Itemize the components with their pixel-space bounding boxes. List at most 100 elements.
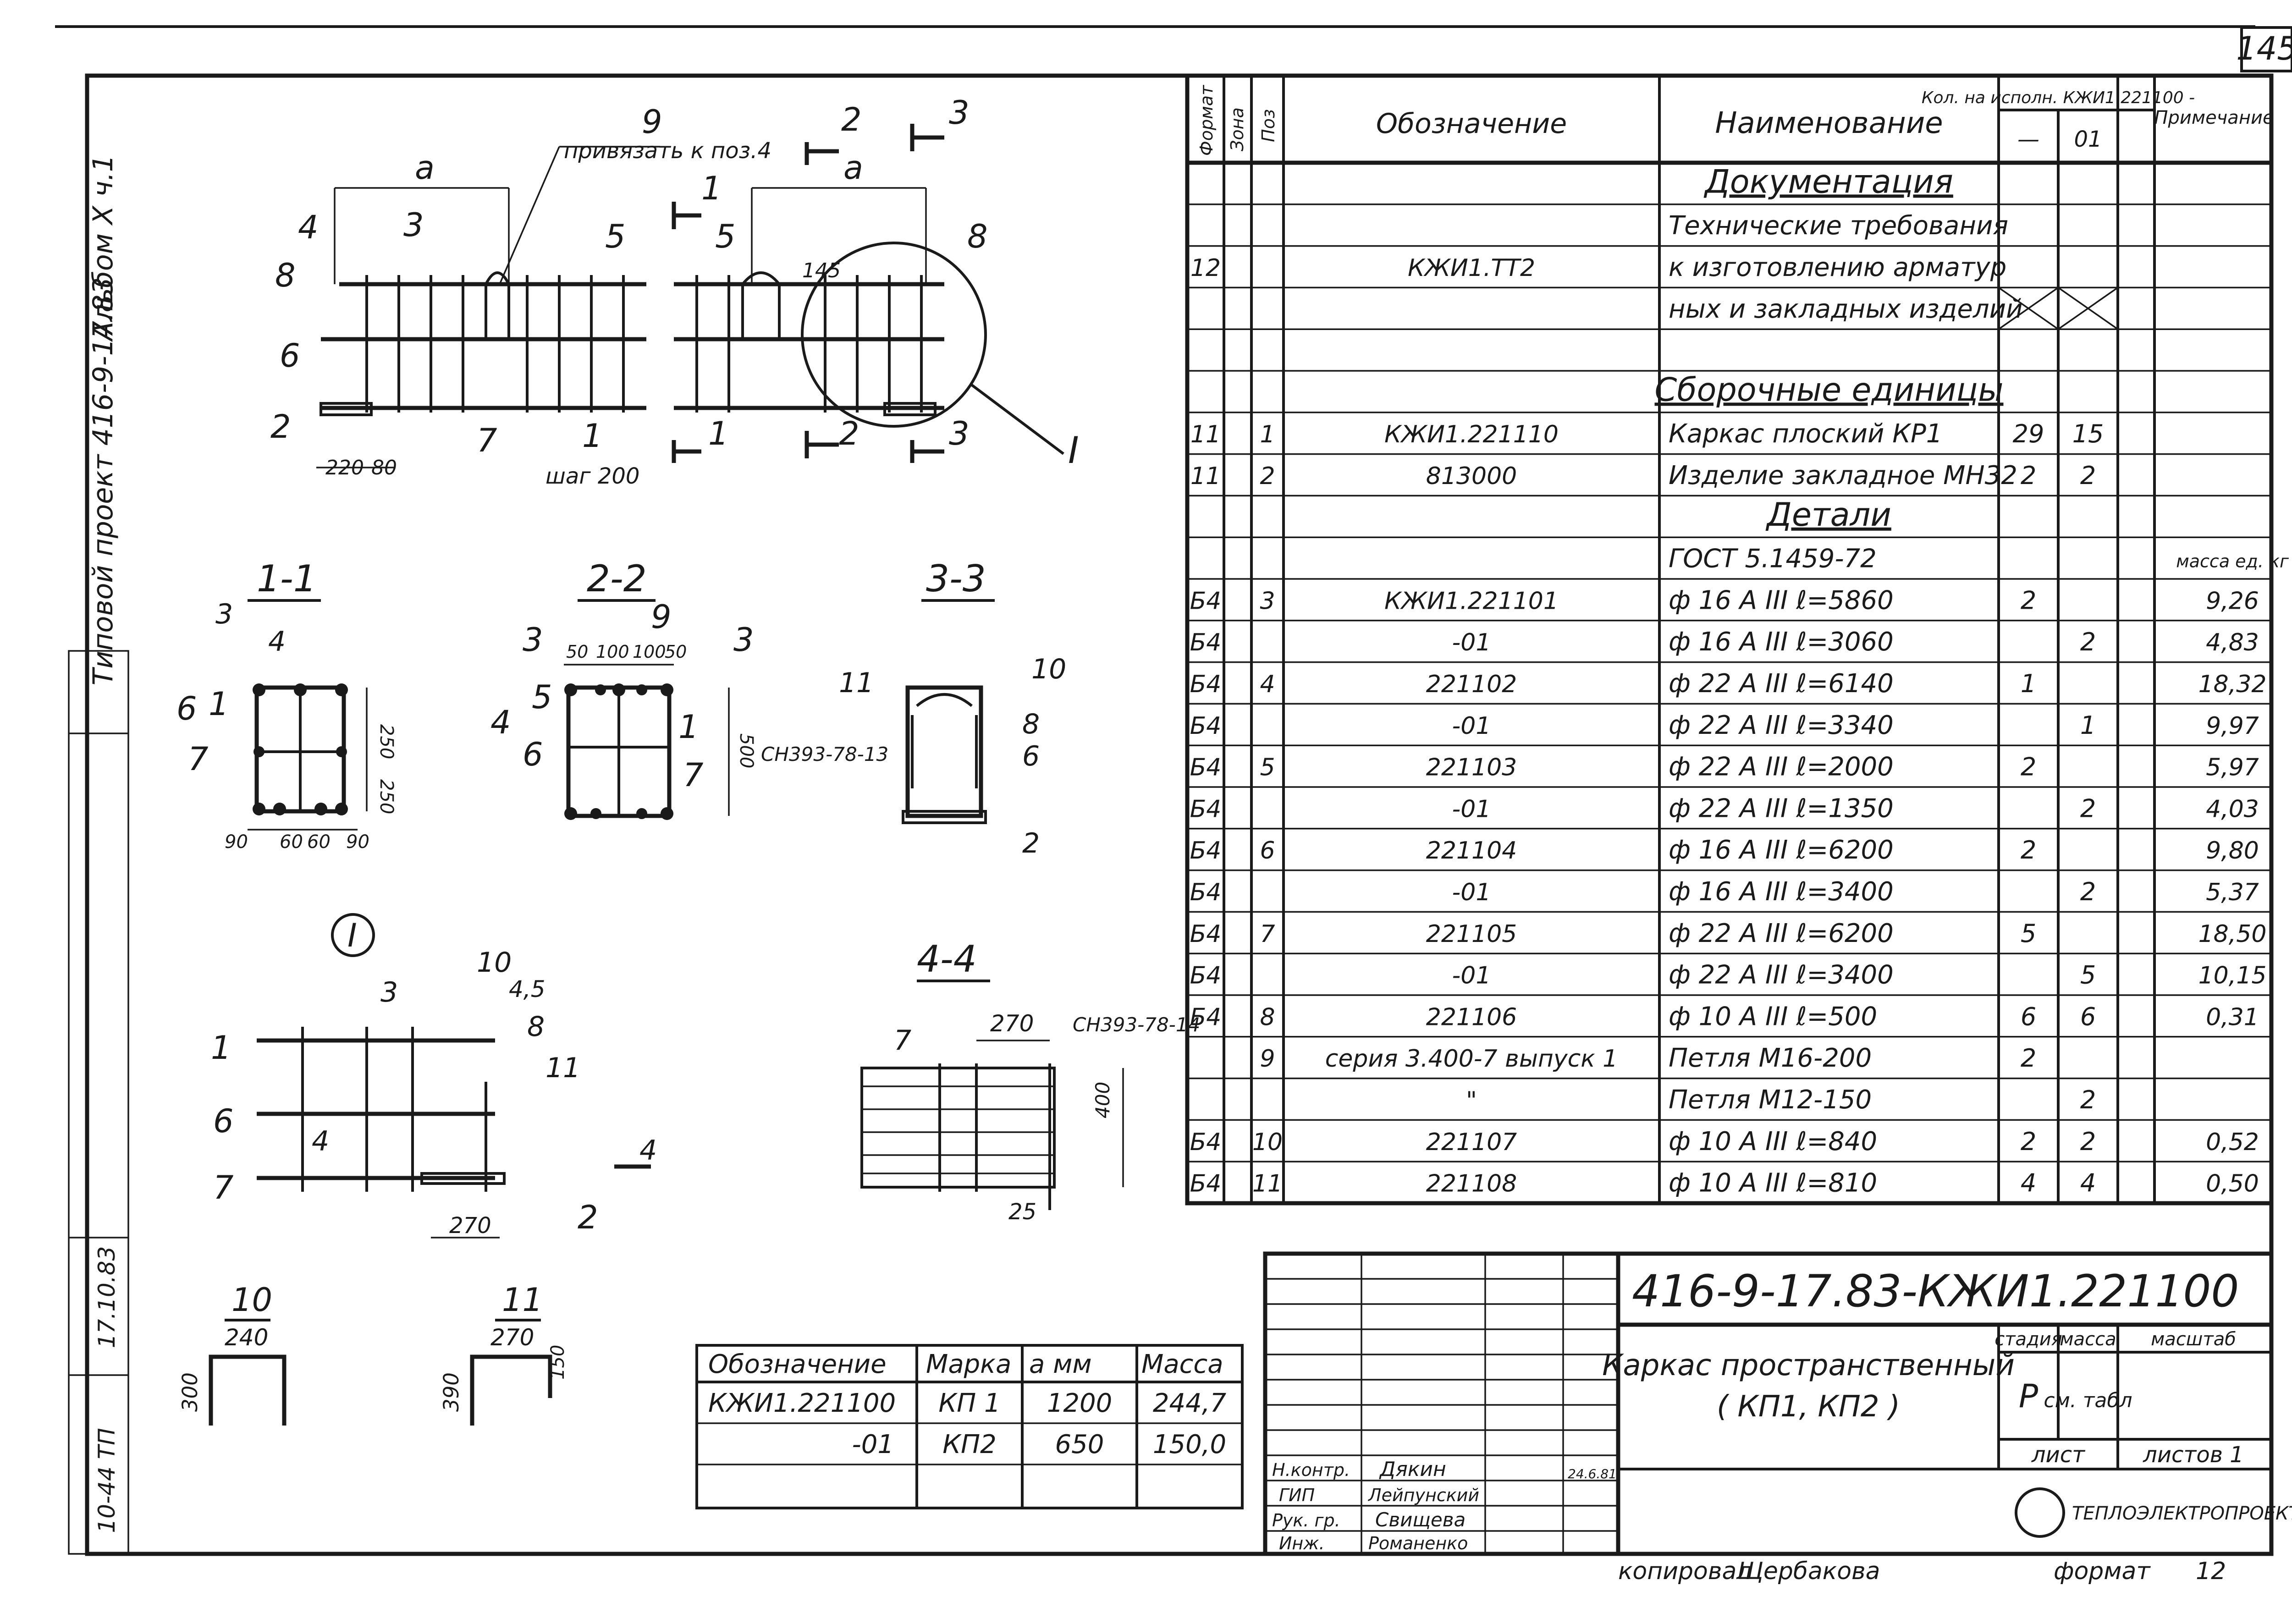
spec-fmt: Б4 bbox=[1190, 1170, 1222, 1198]
main-label-5b: 5 bbox=[715, 218, 736, 255]
spec-name: ф 16 А III ℓ=3060 bbox=[1669, 627, 1894, 657]
spec-des: 813000 bbox=[1426, 462, 1517, 490]
spec-des: " bbox=[1466, 1087, 1477, 1114]
spec-q2: 2 bbox=[2080, 1127, 2096, 1156]
s11-l3: 3 bbox=[215, 598, 233, 630]
spec-q2: 5 bbox=[2080, 961, 2096, 990]
s44-title: 4-4 bbox=[917, 938, 977, 980]
tb-org: ТЕПЛОЭЛЕКТРОПРОЕКТ bbox=[2072, 1503, 2292, 1524]
spec-fmt: Б4 bbox=[1190, 795, 1222, 823]
spec-h-q1: — bbox=[2017, 127, 2039, 152]
spec-note: 5,97 bbox=[2206, 754, 2259, 782]
spec-pos: 1 bbox=[1260, 421, 1275, 448]
spec-section: Детали bbox=[1765, 496, 1891, 534]
spec-des: 221106 bbox=[1426, 1003, 1517, 1031]
spec-des: КЖИ1.ТТ2 bbox=[1408, 254, 1535, 282]
section-3-3 bbox=[902, 599, 995, 824]
spec-note: 18,50 bbox=[2198, 920, 2267, 948]
s33-l10: 10 bbox=[1031, 653, 1066, 685]
s22-l3b: 3 bbox=[733, 621, 754, 659]
section-2-2-labels: 2-2 3 9 3 50 100 100 50 5 4 6 1 7 500 bbox=[490, 557, 757, 794]
tb-mass: см. табл bbox=[2044, 1389, 2132, 1412]
main-label-sec2: 2 bbox=[841, 101, 862, 138]
s11-d250a: 250 bbox=[376, 724, 397, 759]
tb-role-1: ГИП bbox=[1279, 1485, 1315, 1505]
s22-d50b: 50 bbox=[665, 642, 687, 662]
tb-copied-label: копировал bbox=[1618, 1558, 1752, 1585]
s11-d60b: 60 bbox=[307, 831, 331, 853]
spec-h-zone: Зона bbox=[1227, 107, 1247, 151]
main-label-detail-I: I bbox=[1068, 429, 1079, 472]
spec-name: Каркас плоский КР1 bbox=[1669, 419, 1942, 449]
d11-title: 11 bbox=[502, 1281, 543, 1319]
spec-q2: 2 bbox=[2080, 794, 2096, 823]
spec-des: -01 bbox=[1452, 629, 1491, 656]
side-strip: Альбом Х ч.1 Типовой проект 416-9-17.83 … bbox=[68, 154, 129, 1555]
spec-pos: 5 bbox=[1260, 754, 1275, 782]
d11-h2: 150 bbox=[547, 1345, 568, 1380]
spec-note: 0,50 bbox=[2206, 1170, 2259, 1198]
s44-d400: 400 bbox=[1091, 1082, 1114, 1118]
tb-sheets-label: листов 1 bbox=[2143, 1442, 2244, 1468]
section-2-2 bbox=[564, 599, 730, 820]
tb-copied-name: Щербакова bbox=[1737, 1558, 1880, 1585]
detail-10-labels: 10 240 300 bbox=[178, 1281, 272, 1412]
spec-name: ф 22 А III ℓ=2000 bbox=[1669, 752, 1894, 782]
spec-des: 221108 bbox=[1426, 1170, 1517, 1198]
spec-name: Петля М12-150 bbox=[1669, 1085, 1872, 1115]
detI-l2: 2 bbox=[578, 1199, 598, 1236]
spec-q2: 4 bbox=[2080, 1169, 2096, 1198]
spec-note: 9,97 bbox=[2206, 712, 2259, 740]
tb-code: 416-9-17.83-КЖИ1.221100 bbox=[1632, 1266, 2239, 1317]
marks-table-text: Обозначение Марка a мм Масса КЖИ1.221100… bbox=[708, 1349, 1227, 1459]
spec-name: Изделие закладное МН32 bbox=[1669, 461, 2017, 490]
marks-h-mass: Масса bbox=[1141, 1349, 1223, 1379]
spec-q1: 2 bbox=[2021, 461, 2036, 490]
spec-des: -01 bbox=[1452, 712, 1491, 740]
spec-name: ф 10 А III ℓ=810 bbox=[1669, 1168, 1877, 1198]
s11-l4: 4 bbox=[268, 626, 286, 658]
spec-q1: 2 bbox=[2021, 1127, 2036, 1156]
spec-pos: 10 bbox=[1252, 1129, 1283, 1156]
tb-name-0: Дякин bbox=[1379, 1458, 1446, 1481]
tb-stage: Р bbox=[2019, 1377, 2039, 1415]
title-block-text: 416-9-17.83-КЖИ1.221100 Каркас пространс… bbox=[1272, 1266, 2292, 1585]
section-1-1 bbox=[248, 599, 368, 831]
tb-name2: ( КП1, КП2 ) bbox=[1717, 1390, 1900, 1424]
spec-h-fmt: Формат bbox=[1196, 84, 1217, 156]
spec-des: 221105 bbox=[1426, 920, 1517, 948]
tb-format-value: 12 bbox=[2196, 1558, 2226, 1585]
s22-d100b: 100 bbox=[633, 642, 666, 662]
main-label-8b: 8 bbox=[967, 218, 988, 255]
detI-l8: 8 bbox=[527, 1011, 545, 1043]
spec-name: ф 22 А III ℓ=6140 bbox=[1669, 669, 1894, 699]
spec-q1: 6 bbox=[2021, 1002, 2036, 1031]
spec-pos: 2 bbox=[1260, 462, 1275, 490]
spec-q2: 2 bbox=[2080, 461, 2096, 490]
spec-fmt: 11 bbox=[1190, 462, 1221, 490]
marks-r1-a: 1200 bbox=[1047, 1388, 1113, 1418]
spec-cross-mark bbox=[1998, 286, 2059, 330]
spec-note: 5,37 bbox=[2206, 879, 2259, 906]
spec-des: -01 bbox=[1452, 962, 1491, 990]
spec-fmt: Б4 bbox=[1190, 920, 1222, 948]
spec-pos: 8 bbox=[1260, 1003, 1275, 1031]
s22-d50a: 50 bbox=[566, 642, 588, 662]
detI-l1: 1 bbox=[211, 1029, 231, 1067]
detI-l10: 10 bbox=[477, 947, 512, 979]
spec-pos: 11 bbox=[1252, 1170, 1283, 1198]
spec-q2: 15 bbox=[2072, 419, 2104, 448]
main-label-7: 7 bbox=[477, 422, 497, 459]
marks-r1-mass: 244,7 bbox=[1153, 1388, 1227, 1418]
detail-11-labels: 11 270 390 150 bbox=[439, 1281, 568, 1412]
spec-fmt: 12 bbox=[1190, 254, 1221, 282]
tb-name1: Каркас пространственный bbox=[1602, 1349, 2015, 1382]
spec-fmt: Б4 bbox=[1190, 629, 1222, 656]
spec-h-pos: Поз bbox=[1258, 109, 1278, 142]
main-dim-220: 220 bbox=[325, 456, 364, 479]
spec-note: 10,15 bbox=[2198, 962, 2267, 990]
detI-sec4b: 4 bbox=[639, 1134, 657, 1167]
spec-h-name: Наименование bbox=[1715, 106, 1943, 140]
s44-d270: 270 bbox=[990, 1010, 1034, 1037]
